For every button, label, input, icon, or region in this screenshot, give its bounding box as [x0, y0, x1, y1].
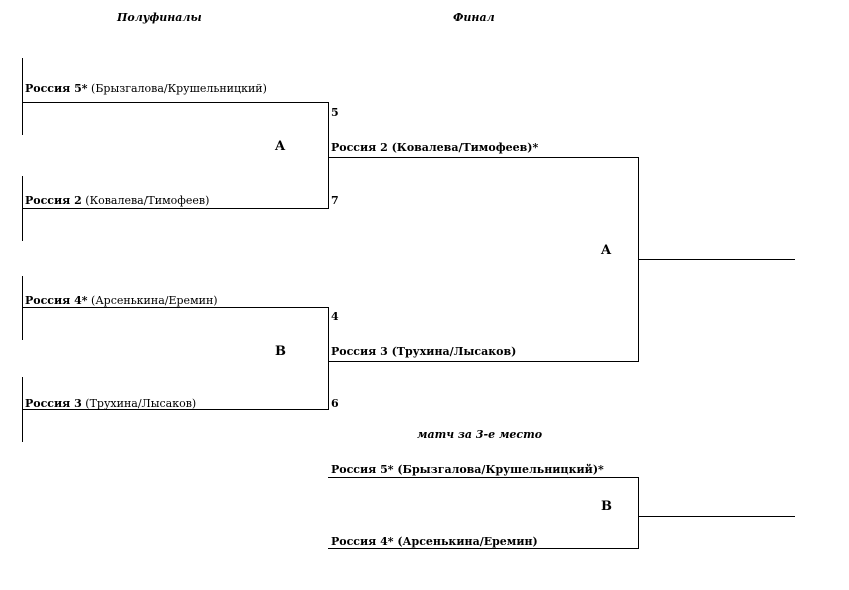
final-header: Финал — [453, 11, 495, 24]
team-name: Россия 4* — [25, 294, 88, 307]
semifinal-entry: Россия 5* (Брызгалова/Крушельницкий) — [25, 82, 267, 95]
score-label: 7 — [331, 194, 339, 207]
team-players: (Арсенькина/Еремин) — [91, 294, 218, 307]
semifinal-entry: Россия 2 (Ковалева/Тимофеев) — [25, 194, 209, 207]
semifinal-a-bracket — [22, 102, 329, 209]
semifinal-entry: Россия 3 (Трухина/Лысаков) — [25, 397, 196, 410]
team-players: (Трухина/Лысаков) — [85, 397, 197, 410]
final-entry: Россия 3 (Трухина/Лысаков) — [331, 345, 517, 358]
score-label: 4 — [331, 310, 339, 323]
final-group-label: A — [601, 243, 612, 258]
team-name: Россия 3 — [25, 397, 82, 410]
semifinal-b-bracket — [22, 307, 329, 410]
third-place-group-label: B — [601, 499, 612, 514]
group-label-a: A — [275, 139, 286, 154]
third-place-header: матч за 3-е место — [417, 428, 543, 441]
score-label: 5 — [331, 106, 339, 119]
team-players: (Брызгалова/Крушельницкий) — [91, 82, 267, 95]
semifinals-header: Полуфиналы — [117, 11, 202, 24]
final-entry: Россия 2 (Ковалева/Тимофеев)* — [331, 141, 539, 154]
third-place-bracket — [328, 477, 639, 549]
team-name: Россия 2 — [25, 194, 82, 207]
semifinal-entry: Россия 4* (Арсенькина/Еремин) — [25, 294, 218, 307]
group-label-b: B — [275, 344, 286, 359]
team-players: (Ковалева/Тимофеев) — [85, 194, 210, 207]
final-bracket — [328, 157, 639, 362]
third-place-entry: Россия 4* (Арсенькина/Еремин) — [331, 535, 538, 548]
score-label: 6 — [331, 397, 339, 410]
third-place-entry: Россия 5* (Брызгалова/Крушельницкий)* — [331, 463, 604, 476]
team-name: Россия 5* — [25, 82, 88, 95]
